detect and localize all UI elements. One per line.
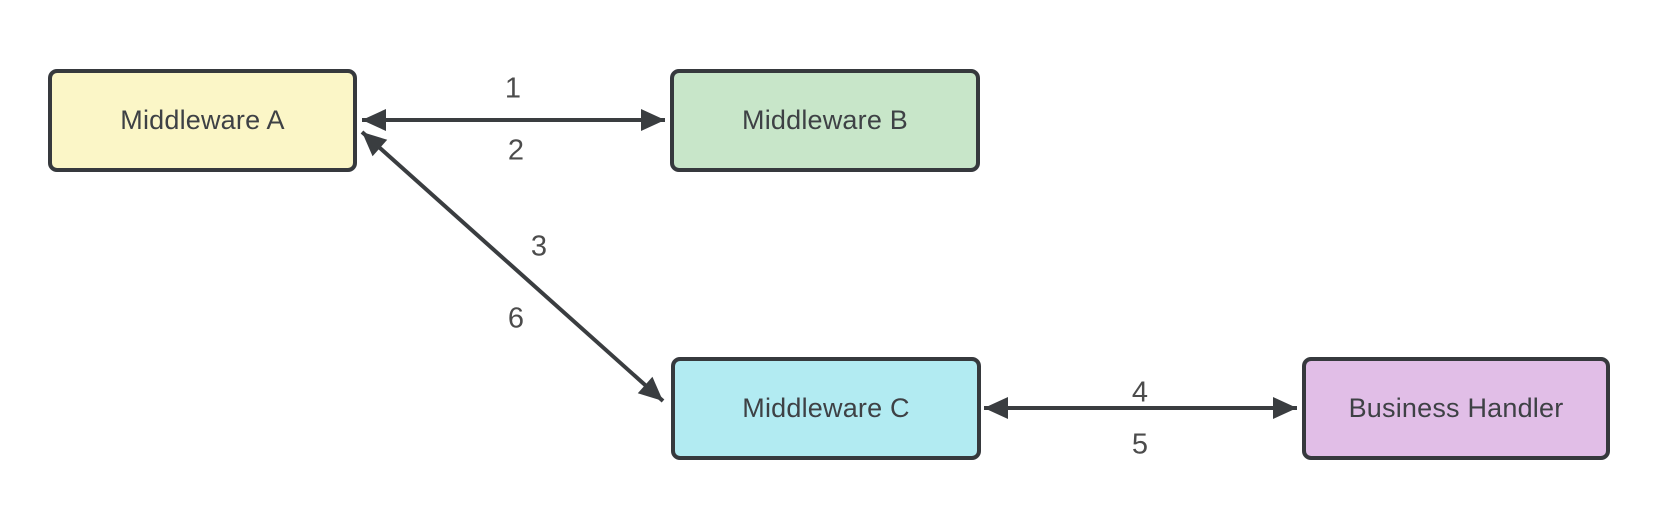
edge-c-bh-label-4: 4 xyxy=(1131,376,1149,409)
edge-a-b-label-1: 1 xyxy=(504,72,522,105)
edge-c-bh-label-5: 5 xyxy=(1131,428,1149,461)
node-middleware-a: Middleware A xyxy=(48,69,357,172)
node-label: Business Handler xyxy=(1348,393,1564,423)
edge-a-b-label-2: 2 xyxy=(507,134,525,167)
node-label: Middleware C xyxy=(742,393,910,423)
node-label: Middleware A xyxy=(120,105,285,135)
node-middleware-b: Middleware B xyxy=(670,69,980,172)
node-business-handler: Business Handler xyxy=(1302,357,1610,460)
node-label: Middleware B xyxy=(742,105,908,135)
edge-a-c-label-6: 6 xyxy=(507,302,525,335)
edge-a-c-label-3: 3 xyxy=(530,230,548,263)
node-middleware-c: Middleware C xyxy=(671,357,981,460)
edge-a-c xyxy=(360,130,665,403)
